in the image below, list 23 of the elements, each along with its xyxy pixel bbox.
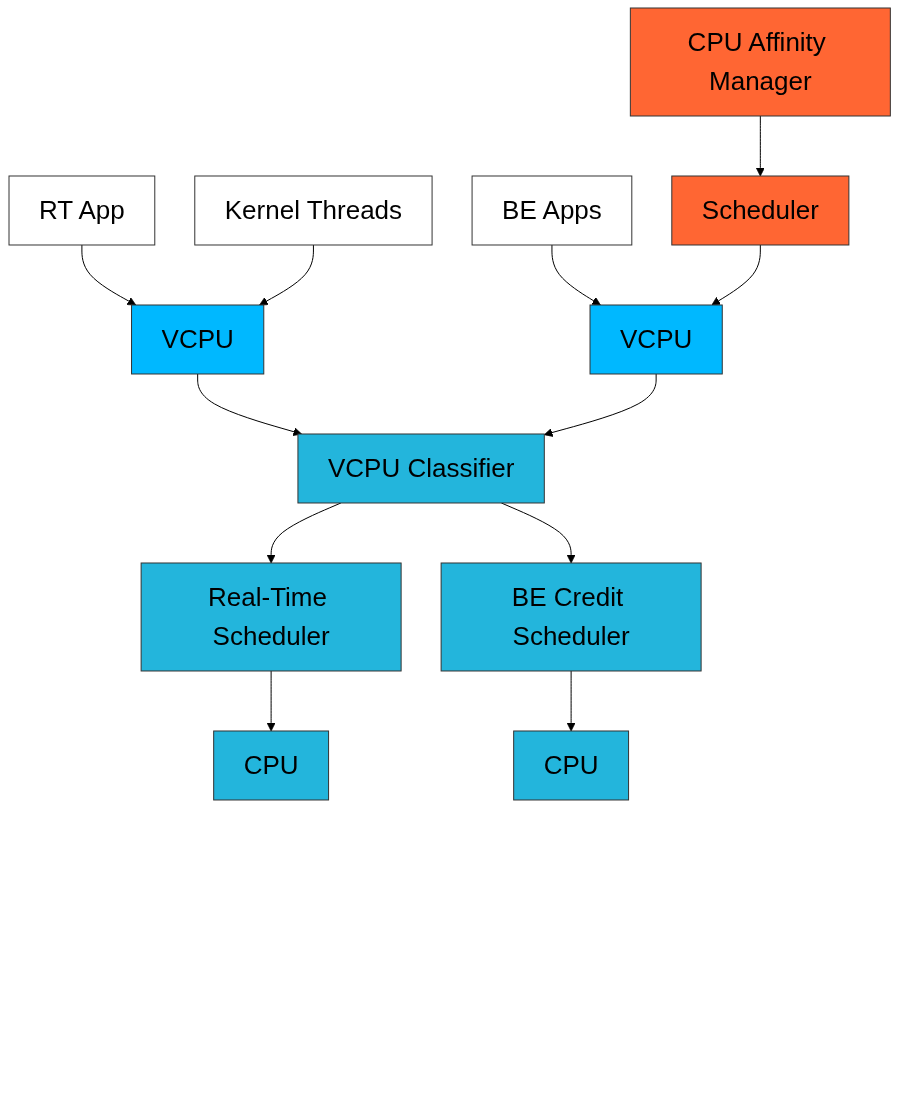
node-box: BE Credit Scheduler bbox=[440, 562, 702, 672]
arrow bbox=[711, 244, 762, 306]
node-box: BE Apps bbox=[471, 175, 633, 246]
node-box: VCPU bbox=[589, 304, 724, 375]
arrow bbox=[756, 115, 766, 177]
arrow bbox=[544, 373, 657, 437]
arrow bbox=[501, 502, 576, 564]
node-box: VCPU Classifier bbox=[297, 433, 546, 504]
node-box: Scheduler bbox=[671, 175, 850, 246]
arrow bbox=[197, 373, 303, 436]
node-box: VCPU bbox=[131, 304, 265, 375]
node-box: CPU bbox=[213, 730, 330, 801]
node-box: CPU bbox=[513, 730, 630, 801]
node-box: RT App bbox=[8, 175, 156, 246]
arrow bbox=[259, 244, 315, 306]
arrow bbox=[551, 244, 602, 306]
node-box: Real-Time Scheduler bbox=[140, 562, 402, 672]
arrow bbox=[267, 502, 342, 564]
node-box: CPU Affinity Manager bbox=[630, 7, 892, 117]
arrow bbox=[81, 244, 137, 306]
arrow bbox=[567, 670, 576, 732]
node-box: Kernel Threads bbox=[194, 175, 433, 246]
arrow bbox=[267, 670, 276, 732]
